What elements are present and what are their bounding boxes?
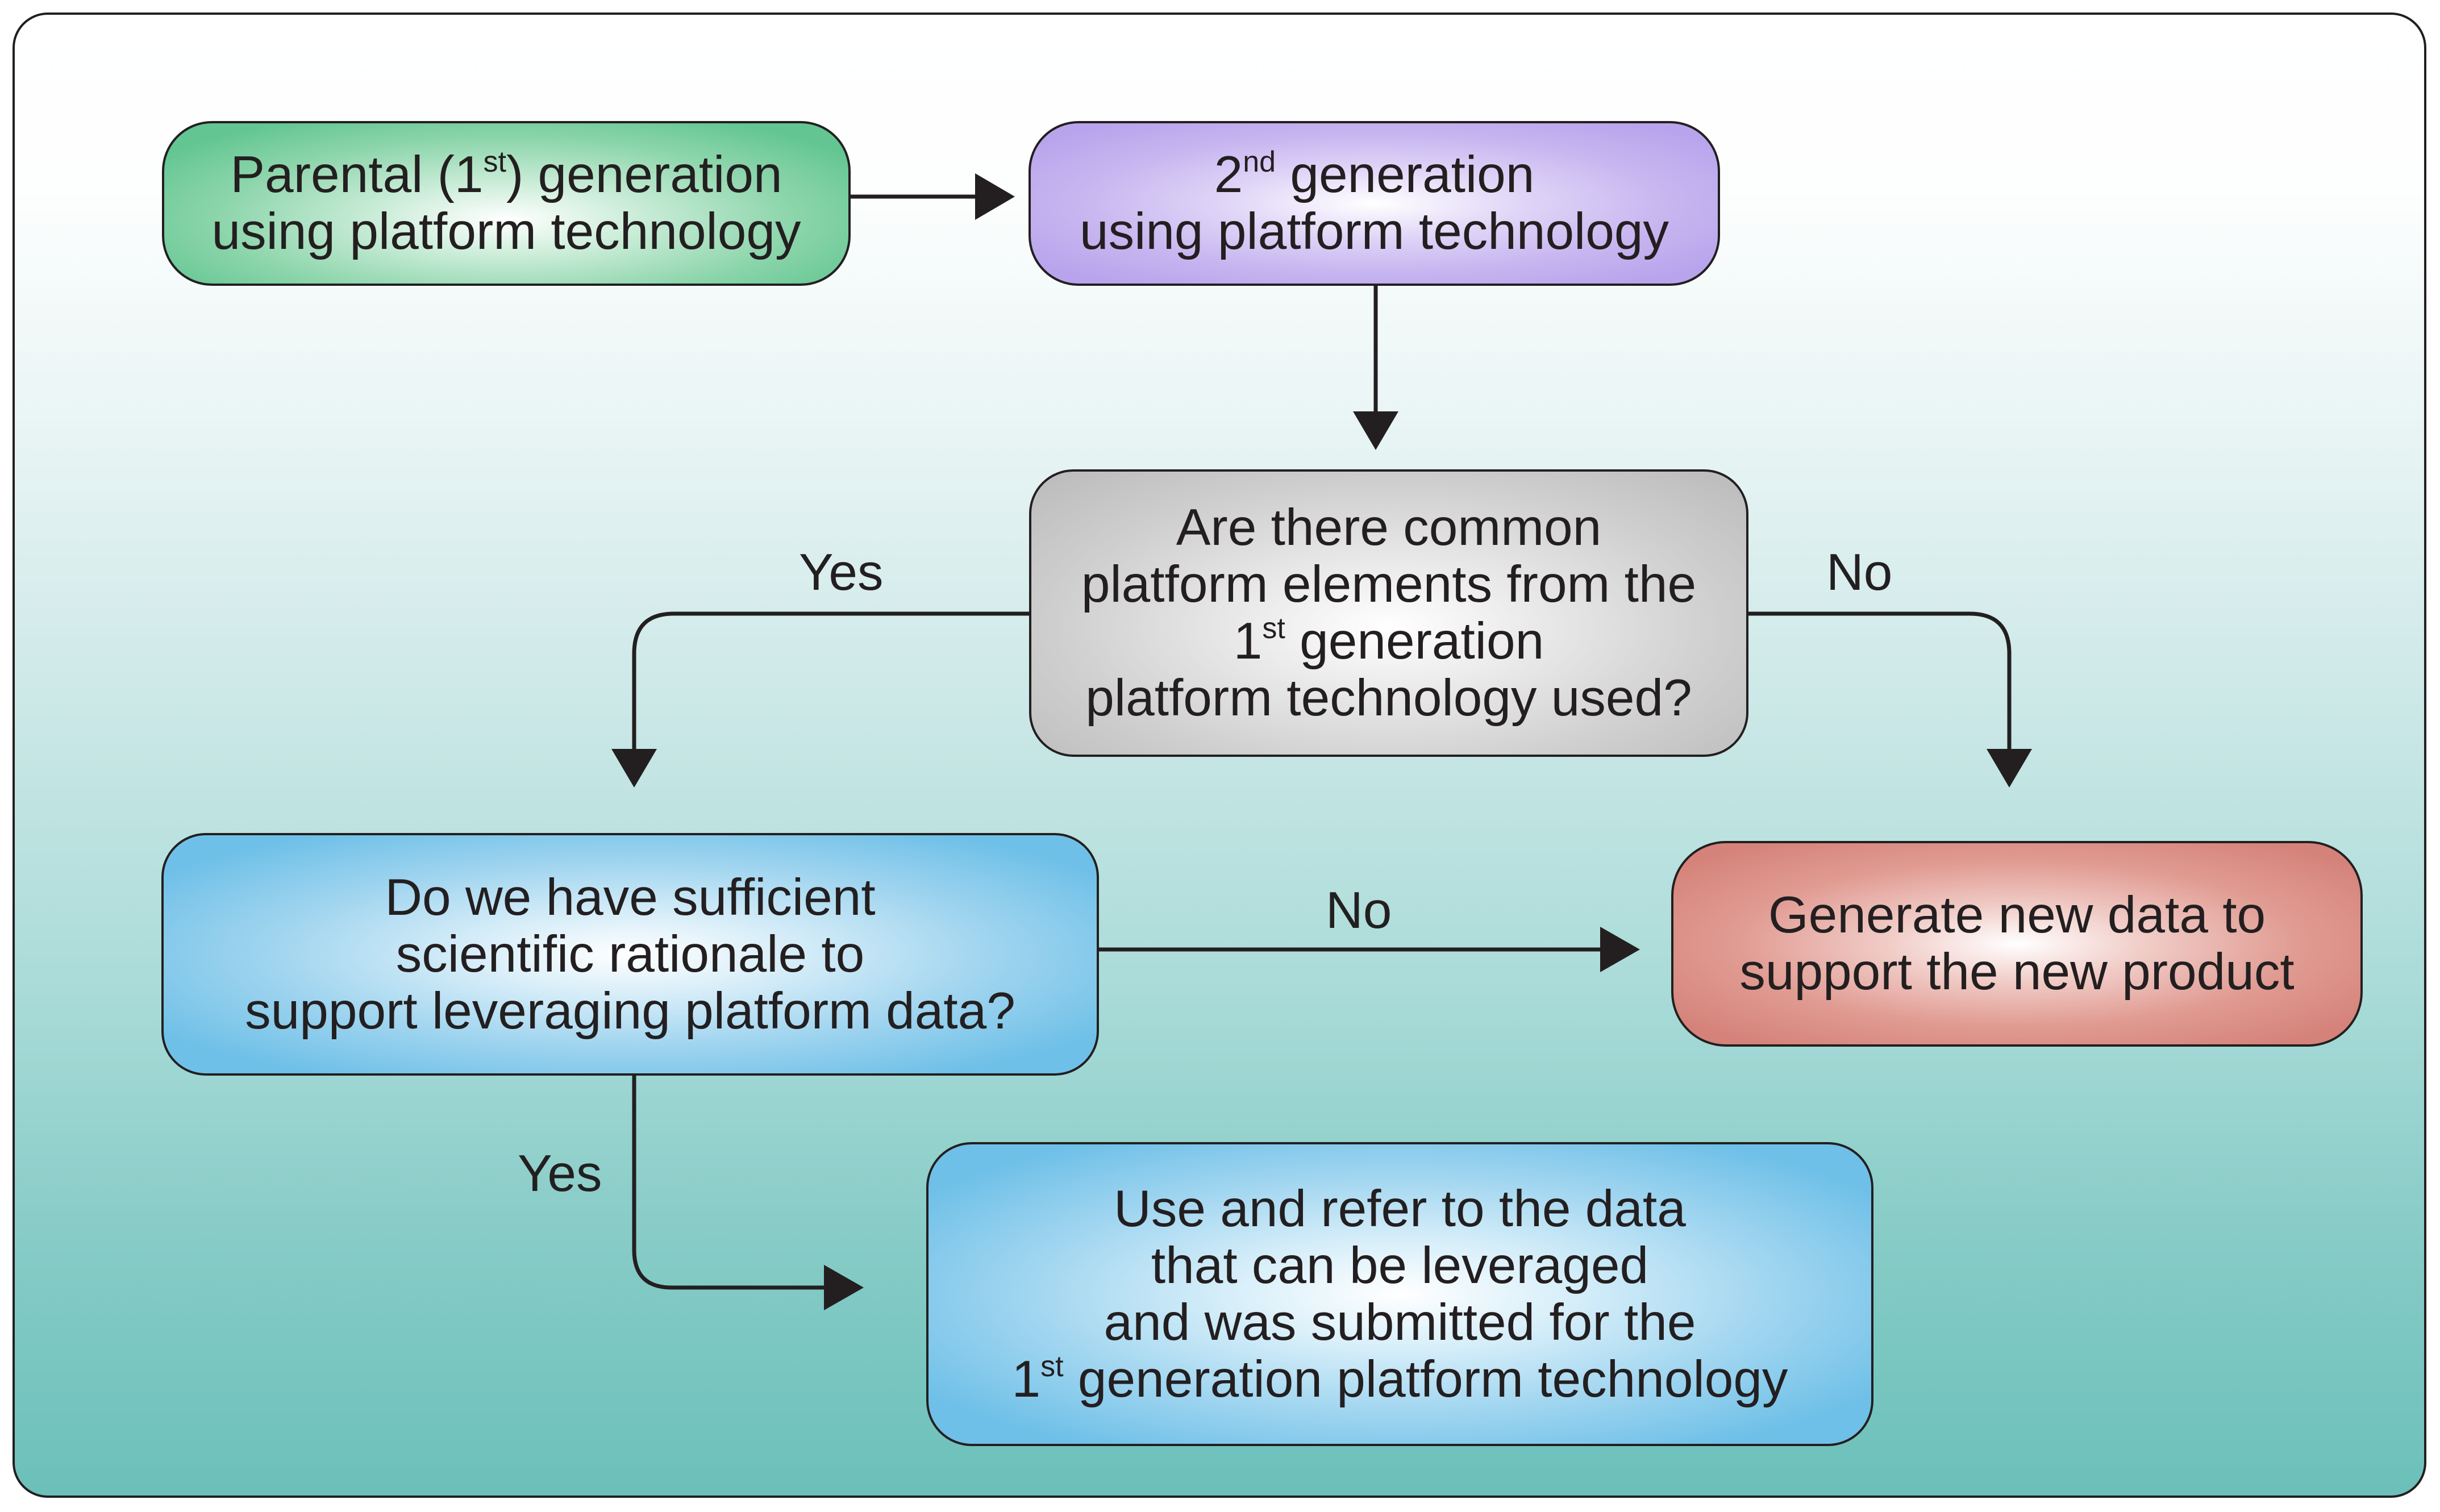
node-generate-new-data: Generate new data to support the new pro…	[1671, 841, 2363, 1047]
node-use-refer-line-2: that can be leveraged	[1151, 1236, 1649, 1294]
node-second-line-1: 2nd generation	[1214, 145, 1535, 203]
node-parental-line-2: using platform technology	[211, 203, 801, 260]
node-decision-rationale: Do we have sufficient scientific rationa…	[161, 833, 1099, 1076]
node-decision-common-line-1: Are there common	[1176, 499, 1602, 556]
node-decision-common-elements: Are there common platform elements from …	[1029, 469, 1748, 757]
node-decision-rationale-line-2: scientific rationale to	[395, 925, 865, 983]
node-use-refer-line-4: 1st generation platform technology	[1011, 1349, 1788, 1408]
node-parental-line-1: Parental (1st) generation	[230, 145, 782, 203]
edge-label-no-right: No	[1826, 544, 1893, 601]
node-second-line-2: using platform technology	[1080, 203, 1669, 260]
edge-label-no-middle: No	[1326, 882, 1392, 939]
node-generate-line-2: support the new product	[1739, 943, 2295, 1001]
node-decision-common-line-3: 1st generation	[1233, 612, 1544, 670]
node-use-refer-line-1: Use and refer to the data	[1114, 1180, 1686, 1238]
node-decision-common-line-4: platform technology used?	[1085, 669, 1692, 727]
node-generate-line-1: Generate new data to	[1768, 886, 2266, 944]
node-parental-generation: Parental (1st) generation using platform…	[162, 121, 851, 286]
node-decision-rationale-line-1: Do we have sufficient	[385, 868, 876, 926]
edge-label-yes-left: Yes	[799, 544, 884, 601]
edge-label-yes-bottom: Yes	[518, 1145, 602, 1202]
node-decision-common-line-2: platform elements from the	[1081, 556, 1697, 613]
node-use-refer-line-3: and was submitted for the	[1104, 1293, 1696, 1351]
node-decision-rationale-line-3: support leveraging platform data?	[245, 982, 1015, 1040]
node-second-generation: 2nd generation using platform technology	[1029, 121, 1720, 286]
node-use-and-refer-data: Use and refer to the data that can be le…	[926, 1142, 1873, 1446]
